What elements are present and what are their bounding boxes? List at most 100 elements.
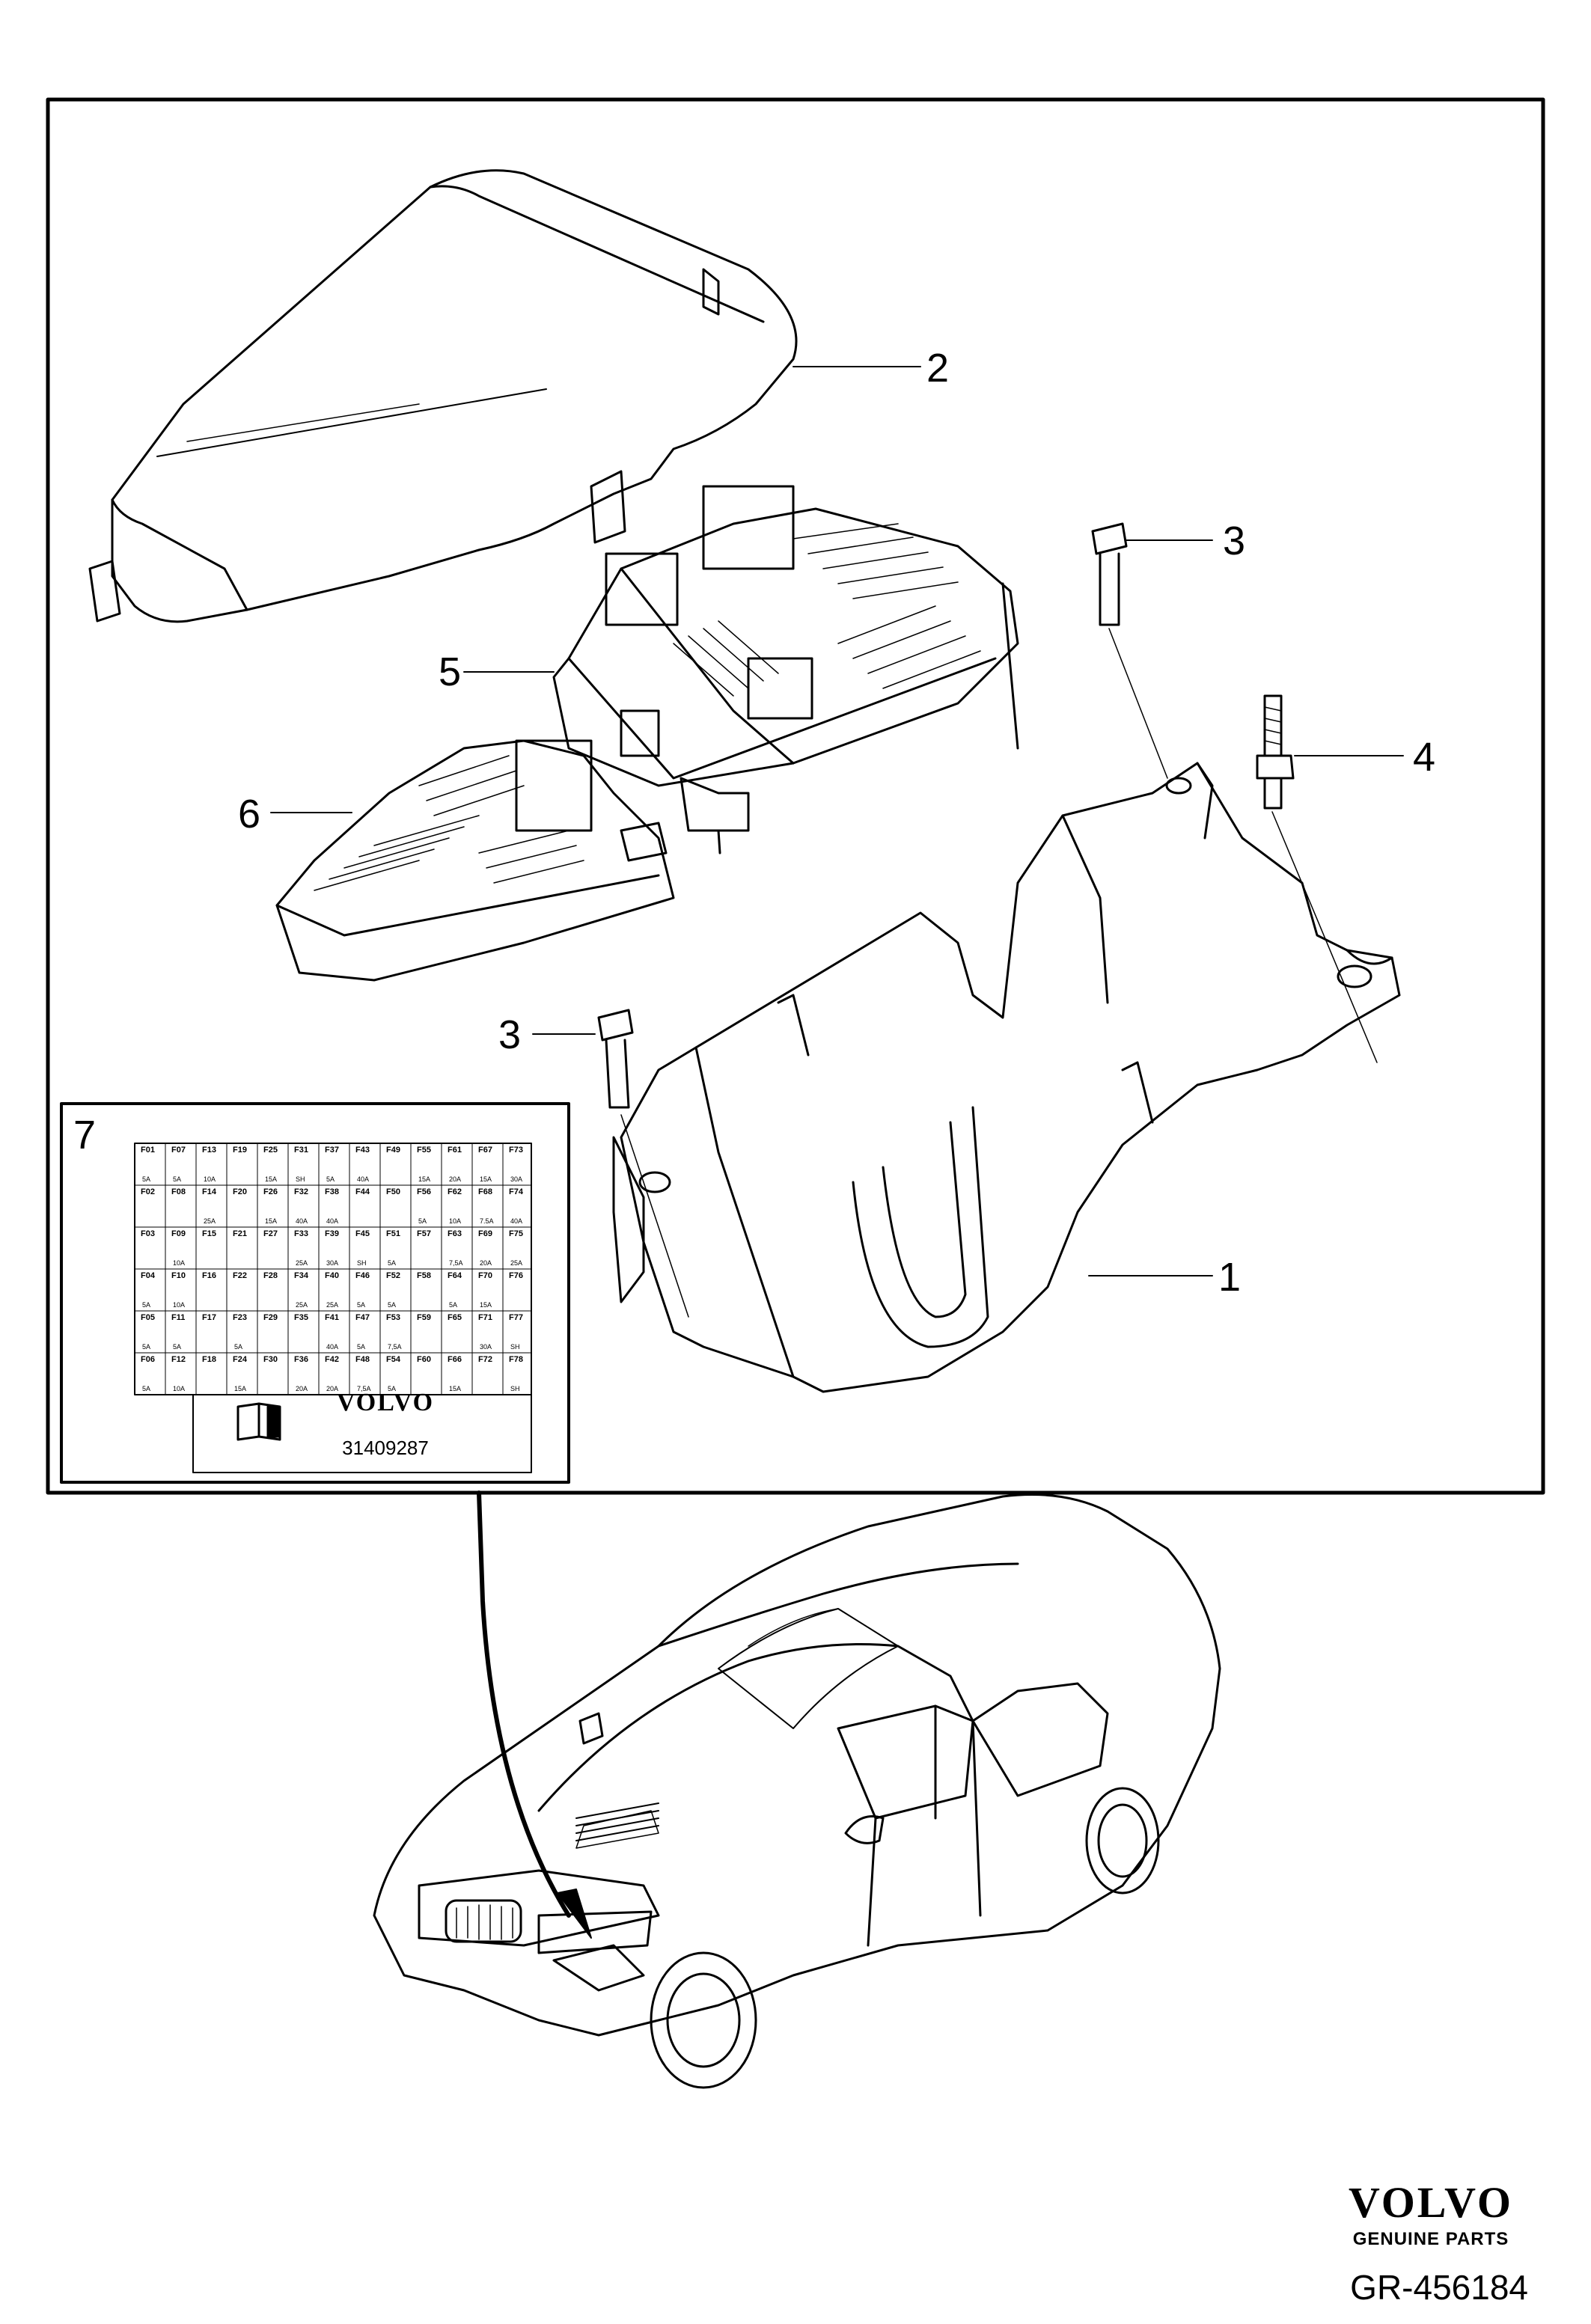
fuse-rating: SH xyxy=(510,1385,520,1392)
label-part-number: 31409287 xyxy=(342,1437,429,1459)
label-volvo-logo: VOLVO xyxy=(336,1389,435,1416)
fuse-code: F74 xyxy=(509,1187,523,1196)
location-arrow xyxy=(477,1490,571,1918)
fuse-rating: 40A xyxy=(326,1217,339,1225)
fuse-code: F06 xyxy=(141,1355,155,1364)
brand-block: VOLVO GENUINE PARTS xyxy=(1334,2181,1528,2250)
fuse-code: F22 xyxy=(233,1271,247,1280)
fuse-rating: 5A xyxy=(357,1301,366,1309)
fuse-code: F04 xyxy=(141,1271,155,1280)
fuse-code: F52 xyxy=(386,1271,400,1280)
fuse-rating: 5A xyxy=(388,1301,397,1309)
fuse-code: F30 xyxy=(263,1355,278,1364)
fuse-code: F11 xyxy=(171,1313,186,1322)
fuse-code: F07 xyxy=(171,1146,186,1155)
fuse-code: F61 xyxy=(448,1146,462,1155)
callout-7: 7 xyxy=(73,1113,97,1158)
genuine-parts-label: GENUINE PARTS xyxy=(1352,2229,1509,2249)
fuse-code: F75 xyxy=(509,1229,523,1238)
fuse-code: F73 xyxy=(509,1146,523,1155)
fuse-rating: 7,5A xyxy=(388,1343,402,1351)
fuse-rating: 7,5A xyxy=(357,1385,371,1392)
fuse-code: F35 xyxy=(294,1313,308,1322)
callout-5: 5 xyxy=(439,649,462,694)
fuse-rating: 20A xyxy=(296,1385,308,1392)
fuse-code: F49 xyxy=(386,1146,400,1155)
fuse-code: F62 xyxy=(448,1187,462,1196)
fuse-code: F55 xyxy=(417,1146,431,1155)
fuse-code: F78 xyxy=(509,1355,523,1364)
fuse-code: F12 xyxy=(171,1355,186,1364)
fuse-rating: 15A xyxy=(265,1217,278,1225)
fuse-rating: 7,5A xyxy=(449,1259,463,1267)
fuse-rating: 15A xyxy=(265,1175,278,1183)
fuse-code: F10 xyxy=(171,1271,186,1280)
callout-2: 2 xyxy=(926,346,950,391)
fuse-rating: 10A xyxy=(449,1217,462,1225)
fuse-rating: 5A xyxy=(173,1175,182,1183)
stud xyxy=(1256,694,1404,1063)
fuse-code: F27 xyxy=(263,1229,278,1238)
fuse-rating: 30A xyxy=(510,1175,523,1183)
fuse-rating: 5A xyxy=(326,1175,335,1183)
fuse-rating: 20A xyxy=(480,1259,492,1267)
fuse-rating: 20A xyxy=(449,1175,462,1183)
fuse-code: F56 xyxy=(417,1187,431,1196)
fuse-rating: SH xyxy=(296,1175,305,1183)
callout-6: 6 xyxy=(238,792,261,837)
fuse-rating: 5A xyxy=(388,1385,397,1392)
fuse-rating: 10A xyxy=(173,1259,186,1267)
fuse-code: F70 xyxy=(478,1271,492,1280)
fuse-code: F72 xyxy=(478,1355,492,1364)
fuse-rating: 5A xyxy=(173,1343,182,1351)
fuse-code: F16 xyxy=(202,1271,216,1280)
bracket-base xyxy=(612,762,1401,1393)
fuse-code: F76 xyxy=(509,1271,523,1280)
fuse-code: F57 xyxy=(417,1229,431,1238)
fuse-code: F18 xyxy=(202,1355,216,1364)
fuse-rating: 5A xyxy=(234,1343,243,1351)
fuse-rating: 25A xyxy=(204,1217,216,1225)
fuse-code: F01 xyxy=(141,1146,155,1155)
fuse-code: F31 xyxy=(294,1146,308,1155)
fuse-rating: 30A xyxy=(326,1259,339,1267)
fuse-rating: 5A xyxy=(142,1385,151,1392)
fuse-rating: SH xyxy=(510,1343,520,1351)
volvo-logo: VOLVO xyxy=(1348,2178,1514,2227)
fuse-rating: 15A xyxy=(480,1175,492,1183)
fuse-code: F25 xyxy=(263,1146,278,1155)
relay-box-lower-fuse-slots xyxy=(314,755,584,891)
fuse-code: F60 xyxy=(417,1355,431,1364)
fuse-code: F37 xyxy=(325,1146,339,1155)
fuse-code: F08 xyxy=(171,1187,186,1196)
fuse-rating: 5A xyxy=(388,1259,397,1267)
fuse-code: F69 xyxy=(478,1229,492,1238)
fuse-code: F58 xyxy=(417,1271,431,1280)
fuse-rating: 5A xyxy=(357,1343,366,1351)
fuse-rating: 15A xyxy=(234,1385,247,1392)
fuse-rating: 20A xyxy=(326,1385,339,1392)
fuse-code: F42 xyxy=(325,1355,339,1364)
fuse-code: F47 xyxy=(355,1313,370,1322)
fuse-code: F65 xyxy=(448,1313,462,1322)
fuse-code: F54 xyxy=(386,1355,400,1364)
fuse-code: F46 xyxy=(355,1271,370,1280)
fuse-code: F50 xyxy=(386,1187,400,1196)
fuse-rating: 25A xyxy=(510,1259,523,1267)
fuse-code: F77 xyxy=(509,1313,523,1322)
fuse-code: F59 xyxy=(417,1313,431,1322)
fuse-code: F71 xyxy=(478,1313,492,1322)
fuse-rating: 7.5A xyxy=(480,1217,494,1225)
fuse-rating: 5A xyxy=(449,1301,458,1309)
fuse-label-grid-lines xyxy=(134,1143,532,1395)
fuse-rating: 5A xyxy=(418,1217,427,1225)
fuse-code: F34 xyxy=(294,1271,308,1280)
fuse-code: F43 xyxy=(355,1146,370,1155)
fuse-rating: 30A xyxy=(480,1343,492,1351)
fuse-code: F26 xyxy=(263,1187,278,1196)
fuse-rating: 15A xyxy=(480,1301,492,1309)
fuse-rating: 25A xyxy=(296,1259,308,1267)
fuse-code: F41 xyxy=(325,1313,339,1322)
fuse-code: F21 xyxy=(233,1229,247,1238)
fuse-code: F17 xyxy=(202,1313,216,1322)
